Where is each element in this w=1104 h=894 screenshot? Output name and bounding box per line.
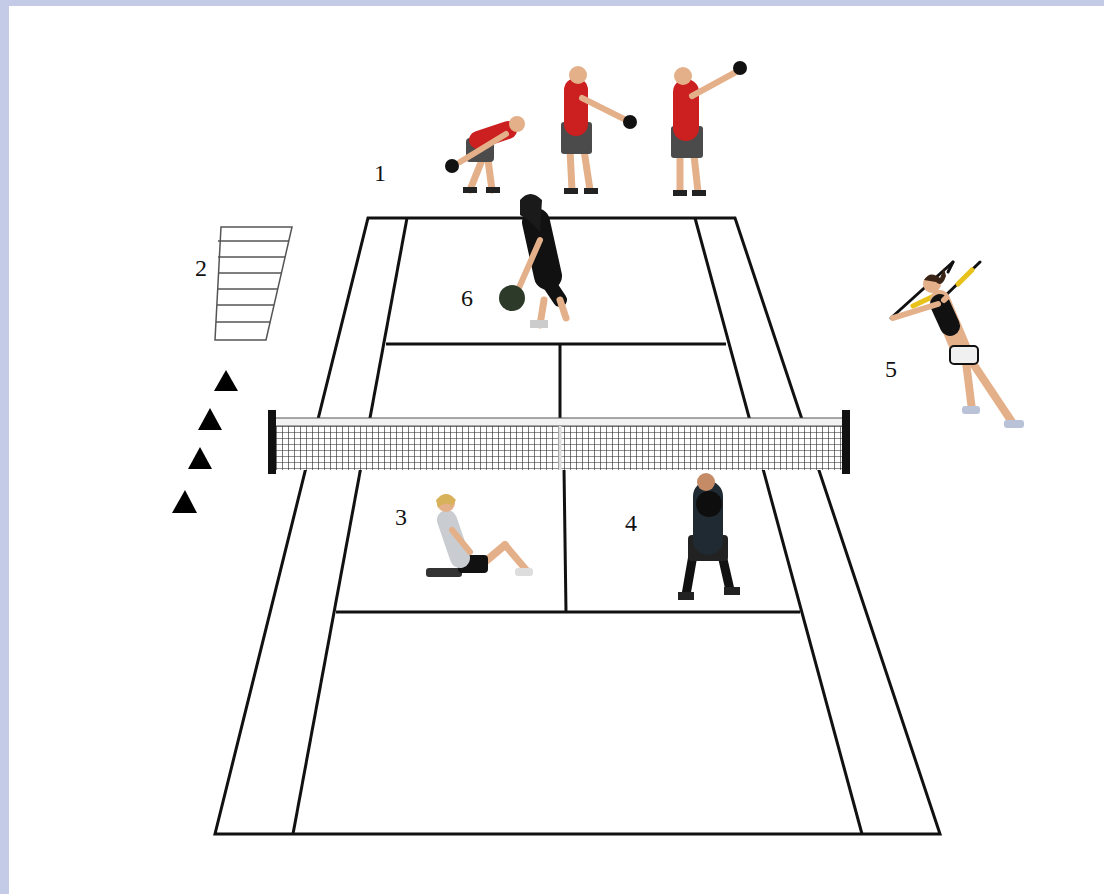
page-frame-part [9,6,1104,894]
callout-number: 2 [195,256,207,280]
suspension-trainer-figure-part [962,406,980,414]
tennis-net-part [842,410,850,474]
seated-twist-figure-part [426,568,462,577]
kettlebell-swing-figures-part [470,160,482,190]
suspension-trainer-figure-part [966,362,972,410]
medicine-ball-squat-figure-part [678,592,694,600]
page-frame-part [0,0,9,894]
callout-number: 3 [395,505,407,529]
kettlebell-swing-figures-part [694,155,698,192]
medicine-ball-kneel-figure-part [520,194,542,232]
suspension-trainer-figure-part [944,298,946,300]
kettlebell-swing-figures-part [677,155,684,192]
suspension-trainer-figure-part [940,304,950,326]
suspension-trainer-figure-part [945,262,980,296]
tennis-net-part [268,410,276,474]
tennis-court-part [293,218,407,834]
training-cones-part [172,490,197,513]
medicine-ball-squat-figure-part [697,473,715,491]
tennis-court [215,218,940,834]
agility-ladder-part [218,256,285,258]
kettlebell-swing-figures-part [463,187,477,193]
callout-number: 1 [374,161,386,185]
suspension-trainer-figure-part [893,304,938,318]
kettlebell-swing-figures-part [674,67,692,85]
kettlebell-swing-figures-part [460,134,506,162]
callout-number: 6 [461,286,473,310]
medicine-ball-kneel-figure-part [518,240,540,290]
medicine-ball-squat-figure-part [724,587,740,595]
callout-number: 5 [885,357,897,381]
tennis-court-part [336,611,800,614]
kettlebell-swing-figures-part [692,72,736,96]
agility-ladder-part [216,321,270,323]
medicine-ball-kneel-figure-part [560,300,566,318]
kettlebell-swing-figures-part [673,190,687,196]
agility-ladder [215,227,292,340]
tennis-net-part [559,426,562,470]
seated-twist-figure [426,494,533,577]
medicine-ball-squat-figure-part [696,491,722,517]
seated-twist-figure-part [437,494,455,512]
seated-twist-figure-part [452,530,470,552]
kettlebell-swing-figures-part [509,116,525,132]
tennis-net-part [272,418,845,426]
medicine-ball-kneel-figure-part [530,320,548,328]
agility-ladder-part [217,304,274,306]
kettlebell-swing-figures-part [570,150,572,190]
suspension-trainer-figure-part [1004,420,1024,428]
tennis-court-part [559,344,562,420]
kettlebell-swing-figures-part [564,188,578,194]
kettlebell-swing-figures-part [733,61,747,75]
training-cones [172,370,238,513]
tennis-court-part [386,343,726,346]
kettlebell-swing-figures-part [623,115,637,129]
training-cones-part [214,370,238,391]
seated-twist-figure-part [515,568,533,576]
tennis-court-part [695,218,862,834]
kettlebell-swing-figures-part [584,150,590,190]
suspension-trainer-figure [891,262,1024,428]
suspension-trainer-figure-part [958,270,972,284]
kettlebell-swing-figures [445,61,747,196]
tennis-court-part [215,218,940,834]
tennis-net-part [272,422,845,470]
kettlebell-swing-figures-part [692,190,706,196]
tennis-court-part [564,468,566,612]
seated-twist-figure-part [436,494,456,508]
suspension-trainer-figure-part [940,300,962,352]
agility-ladder-part [218,240,289,242]
page-frame-part [0,0,1104,6]
kettlebell-swing-figures-part [486,187,500,193]
kettlebell-swing-figures-part [569,66,587,84]
agility-ladder-part [218,272,281,274]
kettlebell-swing-figures-part [488,160,492,190]
seated-twist-figure-part [505,545,528,572]
callout-number: 4 [625,511,637,535]
kettlebell-swing-figures-part [564,90,588,124]
training-cones-part [198,408,222,430]
medicine-ball-kneel-figure-part [499,285,525,311]
kettlebell-swing-figures-part [582,98,626,120]
kettlebell-swing-figures-part [445,159,459,173]
suspension-trainer-figure-part [950,346,978,364]
medicine-ball-kneel-figure [499,194,566,328]
agility-ladder-part [215,227,292,340]
medicine-ball-squat-figure [678,473,740,600]
suspension-trainer-figure-part [924,268,946,284]
training-cones-part [188,447,212,469]
kettlebell-swing-figures-part [584,188,598,194]
medicine-ball-squat-figure-part [686,555,693,595]
agility-ladder-part [217,288,278,290]
tennis-net [268,410,850,474]
